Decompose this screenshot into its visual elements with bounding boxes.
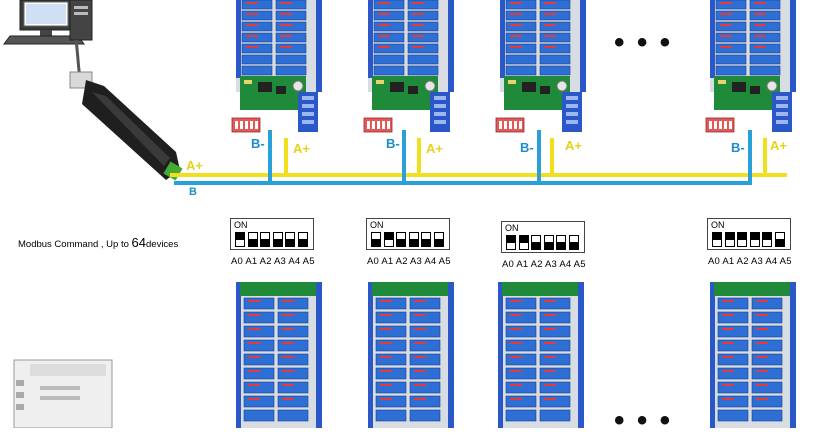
modbus-device-count: 64 — [131, 235, 146, 250]
dip-toggle-knob — [750, 233, 759, 240]
diagram-canvas — [3, 0, 797, 433]
relay-board-7 — [497, 281, 585, 433]
more-devices-ellipsis: • • • — [614, 26, 673, 59]
b-minus-label: B- — [251, 136, 265, 151]
relay-board-2 — [363, 0, 455, 133]
dip-toggle — [543, 235, 554, 250]
rs485-wiring-diagram: B- A+ B- A+ B- A+ B- A+ A+ B • • • • • •… — [3, 0, 797, 437]
relay-board-5 — [235, 281, 323, 433]
dip-toggle-knob — [532, 242, 540, 249]
dip-address-caption: A0 A1 A2 A3 A4 A5 — [708, 256, 792, 267]
a-plus-label: A+ — [770, 138, 787, 153]
dip-toggle — [556, 235, 566, 250]
dip-toggle-knob — [261, 239, 269, 246]
dip-on-label: ON — [711, 220, 725, 230]
a-plus-label: A+ — [426, 141, 443, 156]
dip-toggle-knob — [738, 233, 746, 240]
dip-toggle — [247, 232, 258, 247]
dip-on-label: ON — [234, 220, 248, 230]
dip-toggle-knob — [507, 236, 515, 243]
dip-toggle — [724, 232, 735, 247]
dip-toggle-knob — [409, 239, 418, 246]
relay-board-6 — [367, 281, 455, 433]
converter-b-label: B — [189, 186, 197, 198]
dip-switch-2: ON — [366, 218, 450, 250]
dip-toggle-knob — [286, 239, 294, 246]
a-plus-label: A+ — [293, 141, 310, 156]
dip-toggle — [568, 235, 579, 250]
dip-address-caption: A0 A1 A2 A3 A4 A5 — [502, 259, 586, 270]
relay-board-1 — [231, 0, 323, 133]
dip-toggle-knob — [725, 233, 734, 240]
b-minus-label: B- — [520, 140, 534, 155]
more-devices-ellipsis: • • • — [614, 404, 673, 437]
dip-toggle-knob — [298, 239, 307, 246]
a-plus-label: A+ — [565, 138, 582, 153]
dip-toggle — [396, 232, 406, 247]
modbus-caption: Modbus Command , Up to 64devices — [18, 235, 178, 250]
computer-icon — [3, 0, 93, 45]
dip-toggle — [737, 232, 747, 247]
dip-toggle — [421, 232, 431, 247]
usb-rs485-converter — [69, 71, 183, 181]
dip-toggle — [383, 232, 394, 247]
bus-wiring — [170, 130, 787, 185]
dip-toggle-knob — [397, 239, 405, 246]
dip-toggle-knob — [519, 236, 528, 243]
converter-a-plus-label: A+ — [186, 158, 203, 173]
relay-board-8 — [709, 281, 797, 433]
dip-toggle — [762, 232, 772, 247]
dip-toggle — [774, 232, 785, 247]
dip-toggle-knob — [273, 239, 282, 246]
dip-toggle — [749, 232, 760, 247]
dip-toggle-knob — [434, 239, 443, 246]
dip-toggle-knob — [544, 242, 553, 249]
dip-toggle — [518, 235, 529, 250]
dip-toggle-knob — [713, 233, 721, 240]
dip-toggle-knob — [384, 233, 393, 240]
b-minus-label: B- — [731, 140, 745, 155]
dip-toggle — [285, 232, 295, 247]
modbus-suffix: devices — [146, 239, 179, 250]
dip-toggle — [235, 232, 245, 247]
relay-board-4 — [705, 0, 797, 133]
dip-toggle — [260, 232, 270, 247]
dip-toggle — [297, 232, 308, 247]
dip-toggle-knob — [236, 233, 244, 240]
dip-toggle — [531, 235, 541, 250]
dip-toggle-knob — [248, 239, 257, 246]
dip-toggle — [272, 232, 283, 247]
dip-toggle — [371, 232, 381, 247]
dip-switch-1: ON — [230, 218, 314, 250]
dip-toggle — [712, 232, 722, 247]
dip-switch-4: ON — [707, 218, 791, 250]
modbus-prefix: Modbus Command , Up to — [18, 239, 132, 250]
dip-on-label: ON — [505, 223, 519, 233]
dip-address-caption: A0 A1 A2 A3 A4 A5 — [231, 256, 315, 267]
dip-switch-3: ON — [501, 221, 585, 253]
dip-toggle-knob — [569, 242, 578, 249]
dip-on-label: ON — [370, 220, 384, 230]
relay-board-3 — [495, 0, 587, 133]
dip-toggle-knob — [775, 239, 784, 246]
dip-address-caption: A0 A1 A2 A3 A4 A5 — [367, 256, 451, 267]
dip-toggle-knob — [422, 239, 430, 246]
dip-toggle-knob — [557, 242, 565, 249]
dip-toggle-knob — [372, 239, 380, 246]
dip-toggle-knob — [763, 233, 771, 240]
dip-toggle — [408, 232, 419, 247]
b-minus-label: B- — [386, 136, 400, 151]
plc-icon — [13, 359, 113, 429]
dip-toggle — [433, 232, 444, 247]
dip-toggle — [506, 235, 516, 250]
